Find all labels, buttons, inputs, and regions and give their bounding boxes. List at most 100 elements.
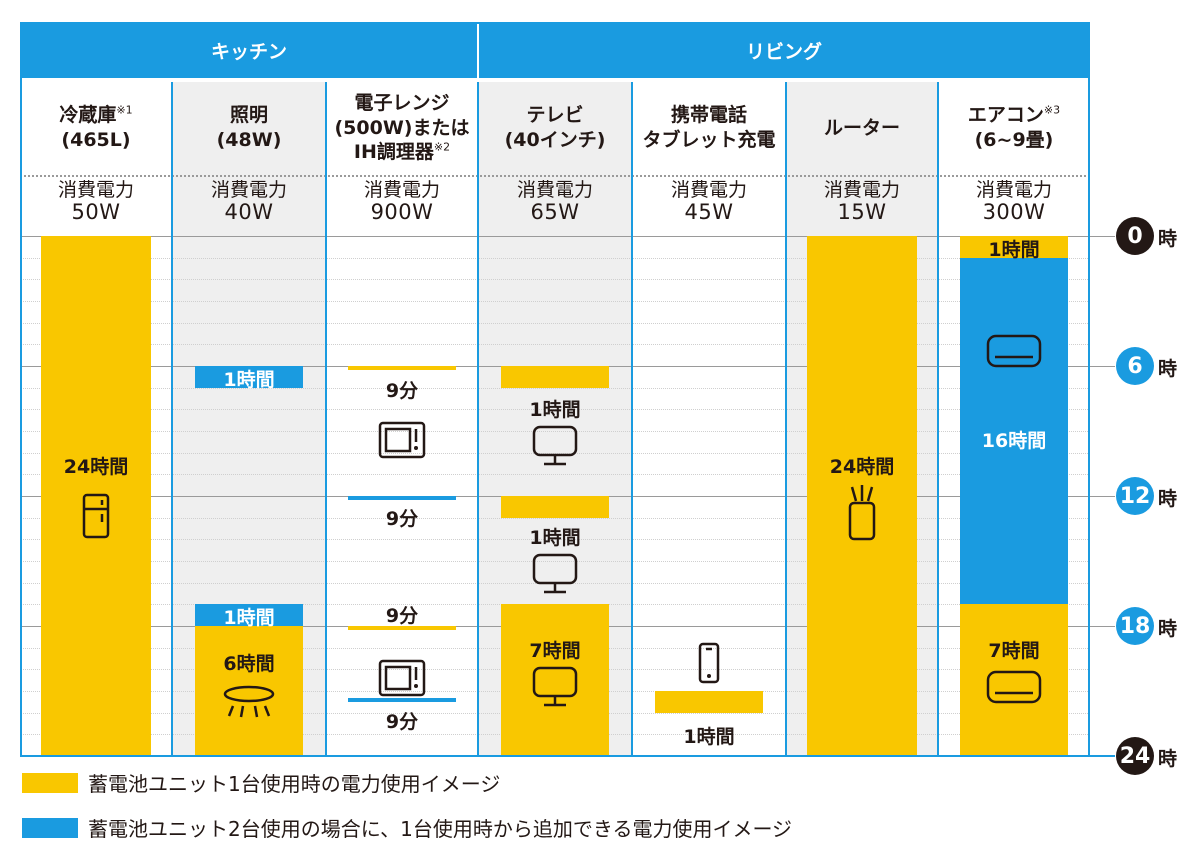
legend-item-single-unit: 蓄電池ユニット1台使用時の電力使用イメージ [22,768,500,797]
hour-gridline [20,387,1090,389]
column-header: 冷蔵庫※1(465L) [20,82,172,174]
duration-label: 1時間 [223,607,275,630]
footnote-mark: ※1 [116,103,133,117]
tv-icon [530,424,580,472]
column-header: ルーター [786,82,938,174]
duration-label: 7時間 [988,639,1040,662]
legend-swatch-yellow [22,772,78,793]
duration-label: 1時間 [529,527,581,549]
tv-icon [530,552,580,600]
power-label: 消費電力 [823,179,900,201]
usage-bar-single [960,604,1068,756]
duration-label: 24時間 [63,455,129,478]
hour-gridline [20,322,1090,324]
air-conditioner-icon [985,333,1043,373]
footnote-mark: ※2 [433,141,451,155]
duration-label: 1時間 [529,399,581,422]
microwave-icon [377,420,427,464]
column-separator [937,82,939,756]
column-name-line: エアコン※3 [967,103,1061,127]
usage-bar-single [348,626,456,630]
power-label: 消費電力 [210,179,287,201]
column-separator [325,82,327,756]
time-marker: 0 [1116,217,1154,255]
duration-label: 9分 [385,507,419,530]
column-name-line: IH調理器※2 [353,141,451,164]
power-value: 15W [837,200,887,225]
time-marker: 6 [1116,347,1154,385]
header-group-living: リビング [478,22,1090,78]
time-suffix-label: 時 [1158,358,1178,380]
hour-gridline [20,301,1090,302]
header-dotted-line [20,175,1090,177]
duration-label: 24時間 [829,455,895,478]
column-name-line: (40インチ) [504,129,606,151]
column-name-line: テレビ [526,104,584,127]
usage-bar-additional [195,604,303,626]
power-value: 45W [684,200,734,225]
legend-label-two-units: 蓄電池ユニット2台使用の場合に、1台使用時から追加できる電力使用イメージ [88,817,793,841]
duration-label: 9分 [385,711,419,734]
header-divider [477,22,479,78]
usage-bar-single [195,626,303,756]
duration-label: 16時間 [981,429,1047,452]
power-label: 消費電力 [516,179,593,201]
column-name-line: 電子レンジ [354,91,450,114]
time-suffix-label: 時 [1158,228,1178,250]
duration-label: 1時間 [683,726,735,749]
usage-bar-single [501,496,609,518]
power-value: 50W [71,200,121,225]
power-label: 消費電力 [975,179,1052,201]
duration-label: 9分 [385,605,419,627]
column-name-line: ルーター [823,116,900,139]
twentyfour-hour-line [1090,755,1115,757]
column-name-line: タブレット充電 [642,129,776,151]
router-icon [842,483,882,547]
column-separator [477,82,479,756]
usage-bar-single [348,366,456,370]
legend-swatch-blue [22,817,78,838]
usage-bar-additional [348,697,456,702]
smartphone-icon [697,641,721,689]
hour-gridline [20,257,1090,259]
usage-bar-additional [960,257,1068,605]
legend-item-two-units: 蓄電池ユニット2台使用の場合に、1台使用時から追加できる電力使用イメージ [22,813,792,842]
time-suffix-label: 時 [1158,748,1178,770]
usage-bar-single [960,236,1068,258]
duration-label: 9分 [385,379,419,402]
duration-label: 1時間 [988,238,1040,261]
duration-label: 1時間 [223,368,275,391]
column-header: エアコン※3(6~9畳) [938,82,1090,174]
time-marker: 18 [1116,607,1154,645]
hour-gridline [20,561,1090,562]
usage-bar-single [41,236,151,756]
usage-bar-single [501,604,609,756]
time-suffix-label: 時 [1158,618,1178,640]
power-value: 65W [530,200,580,225]
usage-bar-single [655,691,763,713]
microwave-icon [377,658,427,702]
tv-icon [530,665,580,713]
time-marker: 24 [1116,737,1154,775]
column-separator [171,82,173,756]
power-label: 消費電力 [670,179,747,201]
hour-gridline [20,539,1090,541]
hour-gridline [20,344,1090,346]
column-name-line: (6~9畳) [974,129,1054,151]
column-name-line: (500W)または [334,116,470,139]
column-separator [785,82,787,756]
column-name-line: (48W) [216,129,282,151]
power-label: 消費電力 [57,179,134,201]
air-conditioner-icon [985,669,1043,709]
hour-gridline [20,452,1090,454]
power-value: 900W [370,200,434,225]
